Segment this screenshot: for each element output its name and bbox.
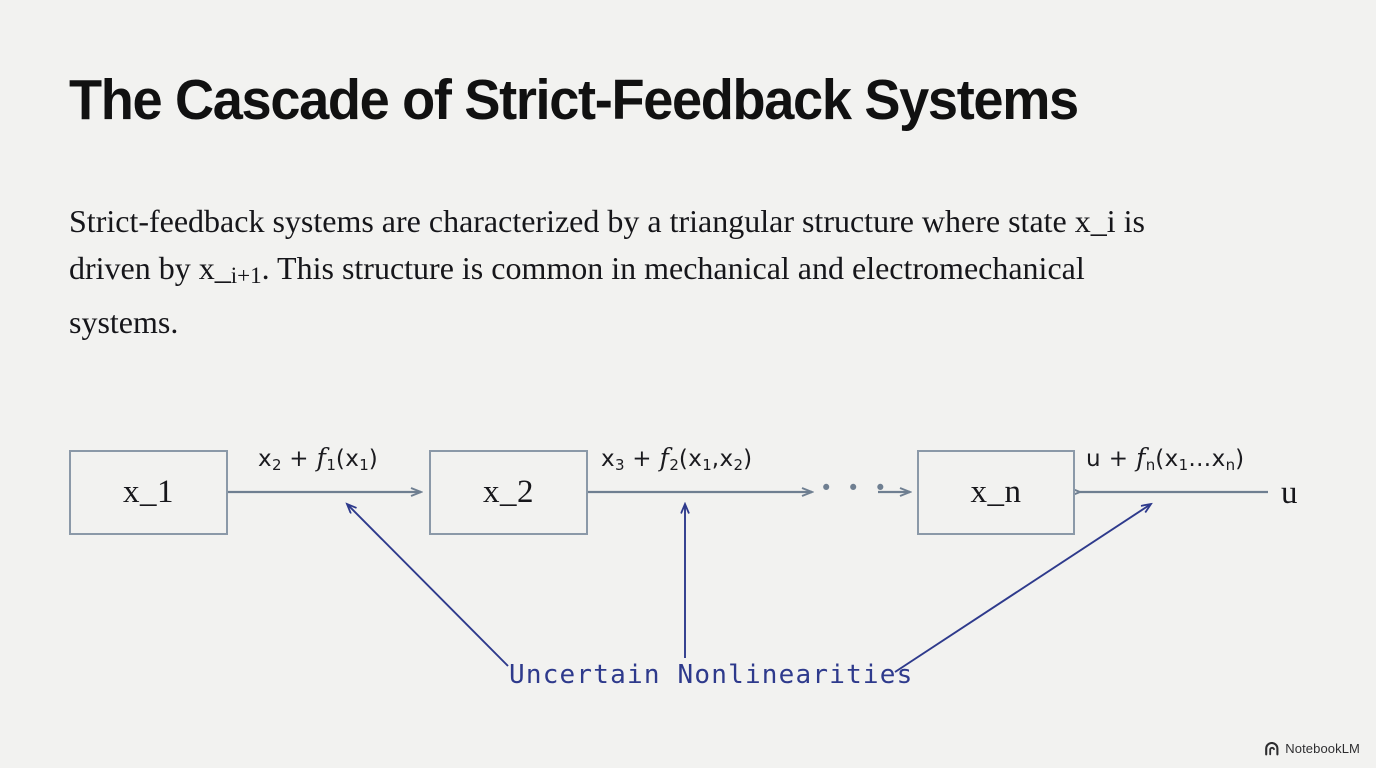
state-box-x2[interactable]: x_2 [429,450,588,535]
edge-label-2-fn-sub: 2 [669,456,679,475]
edge-label-3: u + fn(x1…xn) [1086,443,1245,475]
ellipsis-dots: • • • [820,476,891,500]
edge-label-3-lead: u [1086,446,1101,472]
edge-label-1-fn: f [316,443,327,472]
state-box-x1-label: x_1 [123,474,174,510]
edge-label-3-close: ) [1235,446,1245,472]
edge-label-2-lead: x [601,446,616,472]
edge-label-2-mid-sub: 2 [733,456,744,475]
annotation-uncertain-nonlinearities: Uncertain Nonlinearities [509,660,914,690]
cascade-block-diagram: x_1 x_2 x_n • • • x2 + f1(x1) x3 + f2(x1… [0,400,1376,720]
page-title: The Cascade of Strict-Feedback Systems [69,68,1079,132]
edge-label-1-lead: x [258,446,273,472]
edge-label-3-fn: f [1136,443,1146,472]
edge-label-2-args-sub: 1 [702,456,712,475]
state-box-x2-label: x_2 [483,474,534,510]
notebooklm-arc-icon [1265,741,1279,755]
edge-label-2-close: ) [743,446,753,472]
edge-label-1-args-sub: 1 [359,456,369,475]
body-paragraph-subscript: i+1 [230,263,262,289]
state-box-xn-label: x_n [970,474,1022,510]
annotation-leader-left [347,504,509,667]
notebooklm-watermark: NotebookLM [1264,741,1360,756]
annotation-leader-right [894,504,1151,673]
notebooklm-watermark-text: NotebookLM [1285,741,1360,756]
edge-label-2-lead-sub: 3 [615,456,625,475]
body-paragraph-part2: . This structure is common in mechanical… [69,250,1085,341]
state-box-xn[interactable]: x_n [917,450,1075,535]
edge-label-1: x2 + f1(x1) [258,443,379,475]
input-label-u: u [1281,475,1298,511]
state-box-x1[interactable]: x_1 [69,450,228,535]
edge-label-1-fn-sub: 1 [326,456,336,475]
body-paragraph: Strict-feedback systems are characterize… [69,198,1184,346]
edge-label-3-mid: …x [1188,446,1226,472]
edge-label-2-fn: f [659,443,670,472]
edge-label-2: x3 + f2(x1,x2) [601,443,753,475]
edge-label-1-args: (x [335,446,360,472]
edge-label-3-args-sub: 1 [1178,456,1189,475]
edge-label-2-args: (x [678,446,703,472]
edge-label-1-close: ) [368,446,379,472]
edge-label-3-mid-sub: n [1225,456,1236,475]
edge-label-2-mid: ,x [711,446,734,472]
edge-label-3-fn-sub: n [1145,456,1156,475]
diagram-vector-layer [228,400,1268,673]
body-paragraph-part1: Strict-feedback systems are characterize… [69,203,1145,286]
edge-label-3-args: (x [1155,446,1179,472]
edge-label-1-lead-sub: 2 [272,456,282,475]
